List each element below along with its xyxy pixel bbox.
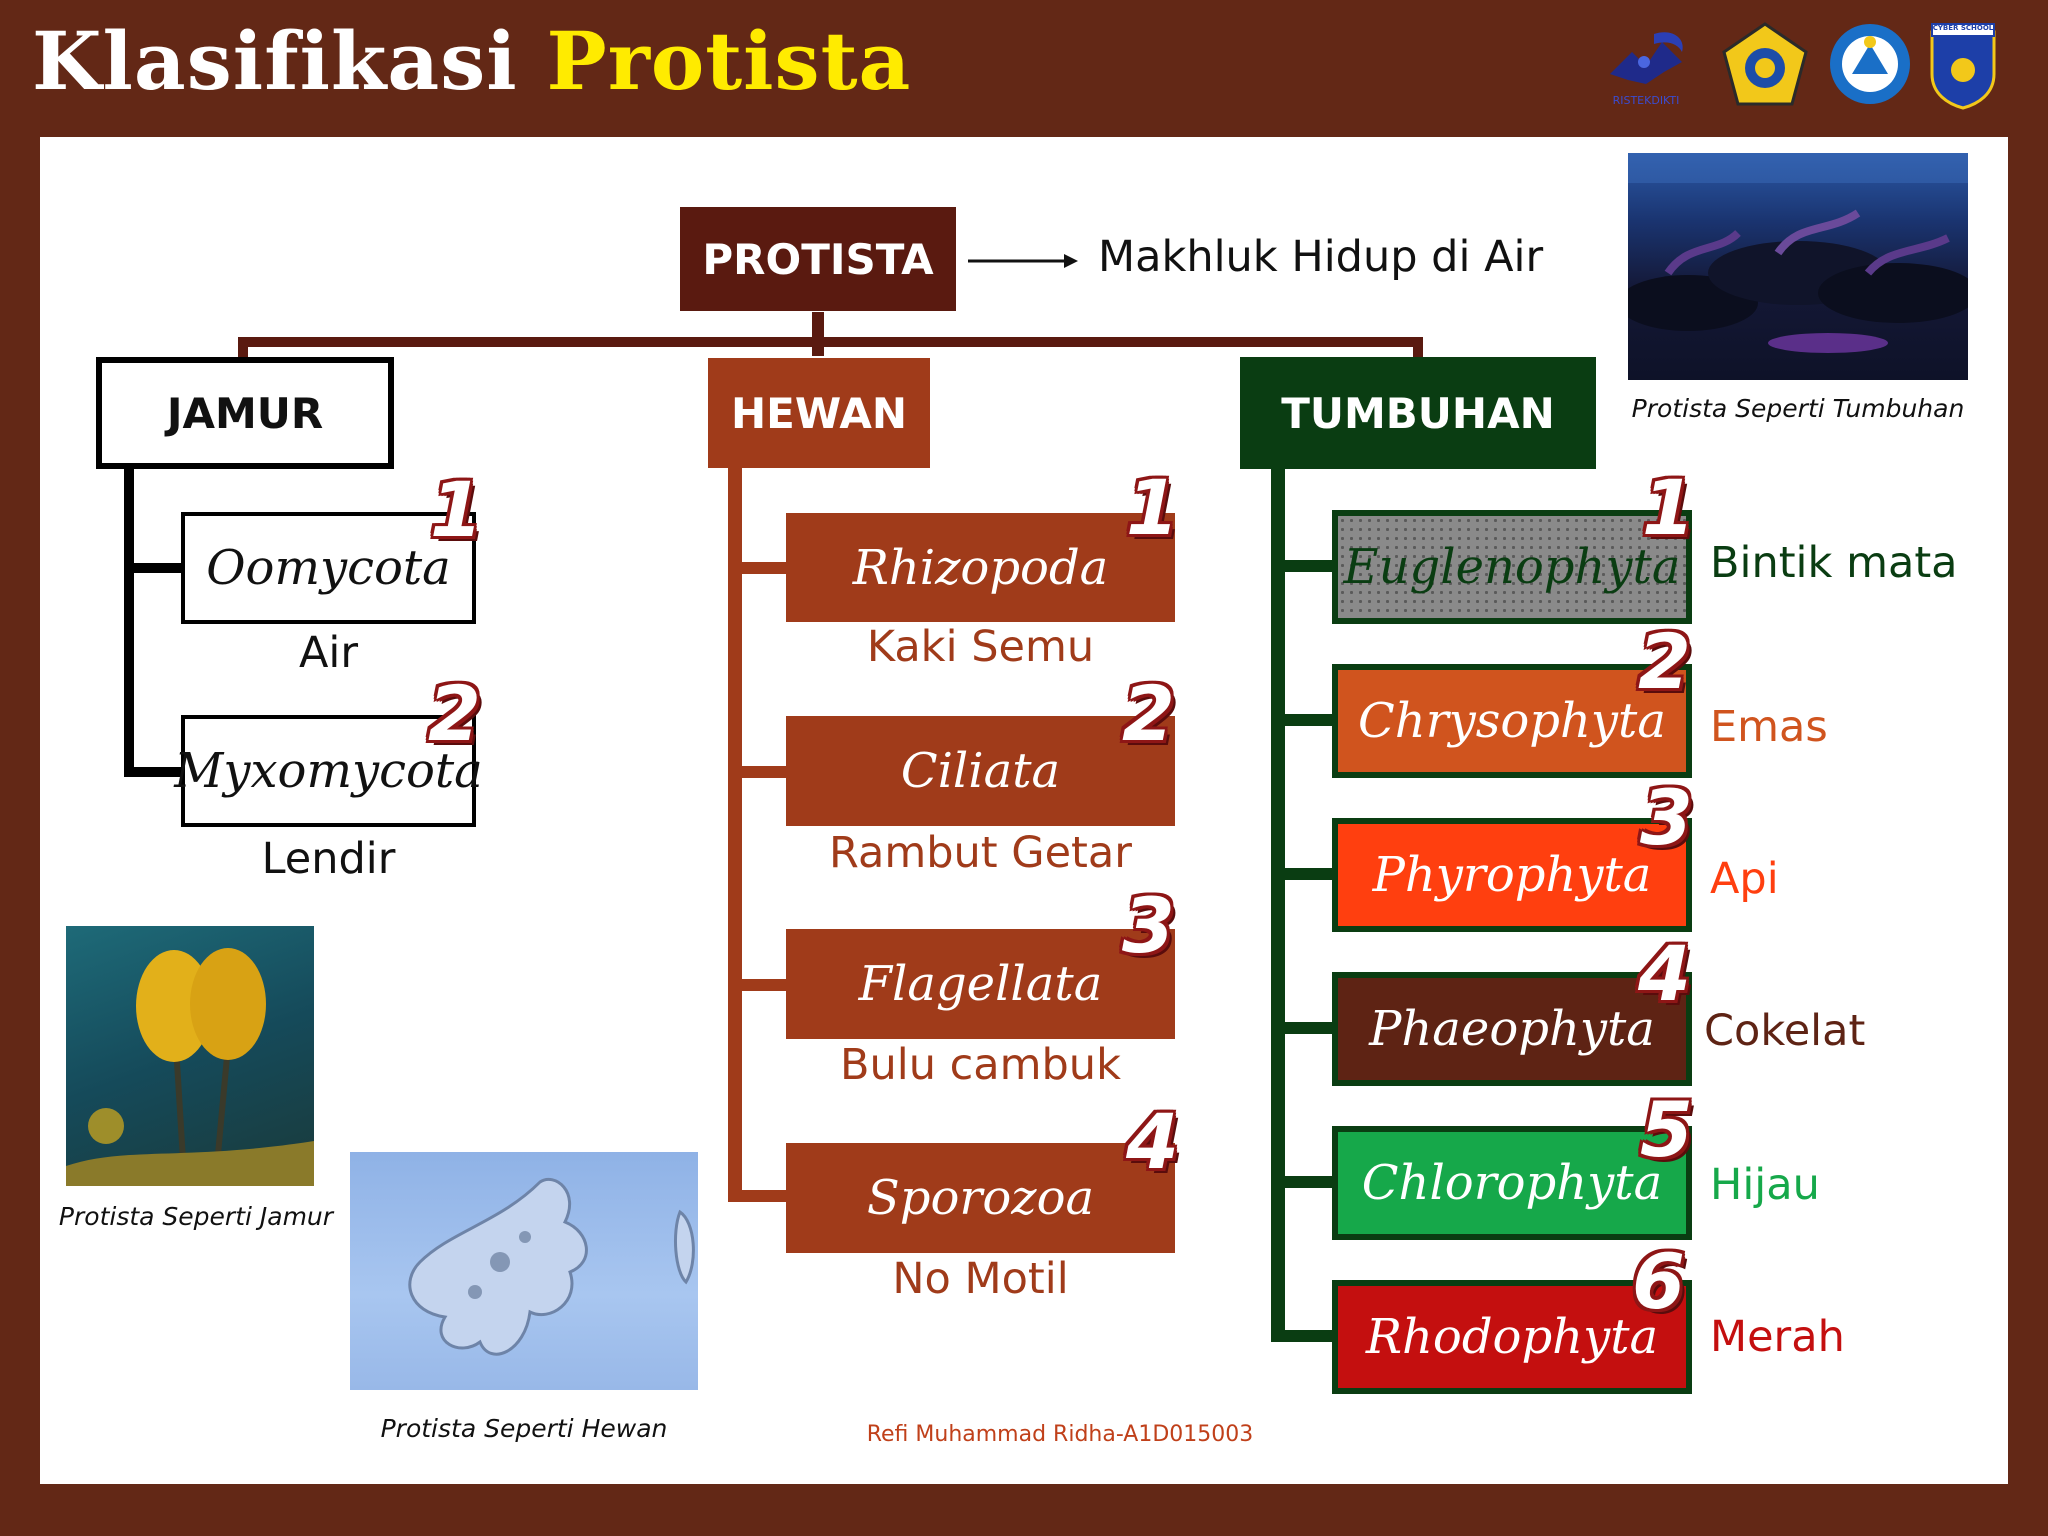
protista-root-label: PROTISTA bbox=[702, 234, 934, 284]
rhodophyta-label: Rhodophyta bbox=[1365, 1309, 1659, 1365]
rhizopoda-node: Rhizopoda bbox=[786, 513, 1175, 622]
euglenophyta-desc: Bintik mata bbox=[1710, 538, 1958, 588]
jamur-photo-caption: Protista Seperti Jamur bbox=[58, 1202, 334, 1231]
slide-title: Klasifikasi Protista bbox=[32, 14, 911, 108]
number-badge: 1 bbox=[1126, 463, 1179, 552]
chrysophyta-desc: Emas bbox=[1710, 702, 1828, 752]
rhodophyta-node: Rhodophyta bbox=[1332, 1280, 1692, 1394]
phaeophyta-desc: Cokelat bbox=[1704, 1006, 1866, 1056]
flagellata-node: Flagellata bbox=[786, 929, 1175, 1039]
protista-root-node: PROTISTA bbox=[680, 207, 956, 311]
rhizopoda-desc: Kaki Semu bbox=[866, 622, 1095, 672]
number-badge: 6 bbox=[1632, 1237, 1685, 1326]
title-highlight: Protista bbox=[546, 14, 912, 108]
myxomycota-desc: Lendir bbox=[261, 834, 396, 884]
number-badge: 2 bbox=[1122, 669, 1175, 758]
cyber-school-text: CYBER SCHOOL bbox=[1932, 24, 1994, 32]
sporozoa-node: Sporozoa bbox=[786, 1143, 1175, 1253]
euglenophyta-label: Euglenophyta bbox=[1343, 539, 1681, 595]
tumbuhan-node: TUMBUHAN bbox=[1240, 357, 1596, 469]
cyber-school-logo: CYBER SCHOOL bbox=[1928, 22, 1998, 110]
ciliata-node: Ciliata bbox=[786, 716, 1175, 826]
phaeophyta-label: Phaeophyta bbox=[1369, 1001, 1655, 1057]
phyrophyta-label: Phyrophyta bbox=[1372, 847, 1652, 903]
flagellata-label: Flagellata bbox=[858, 956, 1103, 1012]
ciliata-desc: Rambut Getar bbox=[829, 828, 1132, 878]
tumbuhan-label: TUMBUHAN bbox=[1281, 388, 1555, 438]
chrysophyta-label: Chrysophyta bbox=[1358, 693, 1666, 749]
hewan-label: HEWAN bbox=[731, 388, 907, 438]
jamur-label: JAMUR bbox=[166, 388, 324, 438]
myxomycota-node: Myxomycota bbox=[174, 715, 483, 827]
oomycota-node: Oomycota bbox=[181, 512, 476, 624]
sporozoa-label: Sporozoa bbox=[866, 1170, 1095, 1226]
phyrophyta-node: Phyrophyta bbox=[1332, 818, 1692, 932]
number-badge: 5 bbox=[1640, 1085, 1693, 1174]
myxomycota-label: Myxomycota bbox=[174, 743, 483, 799]
slime-mold-photo bbox=[66, 926, 314, 1186]
number-badge: 2 bbox=[428, 669, 481, 758]
rhizopoda-label: Rhizopoda bbox=[852, 539, 1109, 596]
chlorophyta-desc: Hijau bbox=[1710, 1160, 1820, 1210]
seaweed-photo bbox=[1628, 153, 1968, 380]
tut-wuri-handayani-icon bbox=[1828, 22, 1912, 106]
flagellata-desc: Bulu cambuk bbox=[840, 1040, 1121, 1090]
number-badge: 4 bbox=[1638, 929, 1691, 1018]
sporozoa-desc: No Motil bbox=[892, 1254, 1069, 1304]
number-badge: 1 bbox=[1642, 463, 1695, 552]
hewan-photo-caption: Protista Seperti Hewan bbox=[380, 1414, 668, 1443]
number-badge: 4 bbox=[1126, 1097, 1179, 1186]
ciliata-label: Ciliata bbox=[900, 743, 1061, 799]
chrysophyta-node: Chrysophyta bbox=[1332, 664, 1692, 778]
oomycota-desc: Air bbox=[298, 628, 359, 678]
number-badge: 3 bbox=[1640, 773, 1693, 862]
title-main: Klasifikasi bbox=[32, 14, 518, 108]
euglenophyta-node: Euglenophyta bbox=[1332, 510, 1692, 624]
author-credit: Refi Muhammad Ridha-A1D015003 bbox=[866, 1422, 1254, 1447]
ristekdikti-text: RISTEKDIKTI bbox=[1612, 94, 1680, 107]
number-badge: 3 bbox=[1122, 881, 1175, 970]
rhodophyta-desc: Merah bbox=[1710, 1312, 1845, 1362]
amoeba-photo bbox=[350, 1152, 698, 1390]
chlorophyta-node: Chlorophyta bbox=[1332, 1126, 1692, 1240]
phyrophyta-desc: Api bbox=[1710, 854, 1779, 904]
university-emblem-icon bbox=[1722, 22, 1808, 108]
tumbuhan-photo-caption: Protista Seperti Tumbuhan bbox=[1631, 394, 1965, 423]
phaeophyta-node: Phaeophyta bbox=[1332, 972, 1692, 1086]
number-badge: 2 bbox=[1638, 617, 1691, 706]
number-badge: 1 bbox=[430, 465, 483, 554]
hewan-node: HEWAN bbox=[708, 358, 930, 468]
chlorophyta-label: Chlorophyta bbox=[1361, 1155, 1663, 1211]
oomycota-label: Oomycota bbox=[206, 540, 451, 596]
root-note: Makhluk Hidup di Air bbox=[1098, 232, 1544, 282]
jamur-node: JAMUR bbox=[96, 357, 394, 469]
ristekdikti-logo: RISTEKDIKTI bbox=[1602, 22, 1690, 112]
